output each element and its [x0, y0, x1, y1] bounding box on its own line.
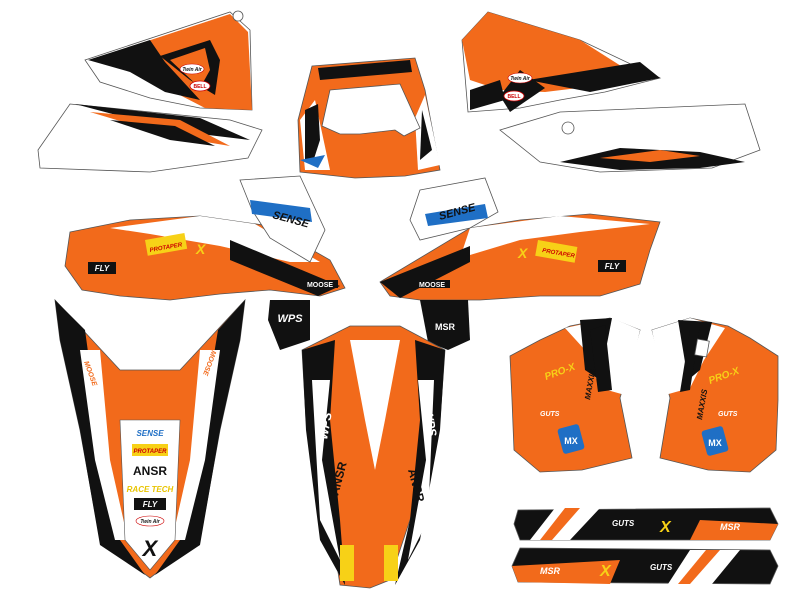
- msr-label-shroud-right: MSR: [435, 322, 456, 332]
- fly-label-left: FLY: [95, 264, 110, 273]
- right-side-number-panel: [499, 103, 761, 173]
- race-tech-label-fender: RACE TECH: [127, 485, 174, 494]
- wps-label-fender-left: WPS: [316, 411, 335, 440]
- fly-badge-fender: [134, 498, 166, 510]
- moose-label-right: MOOSE: [419, 282, 445, 289]
- pro-taper-badge-right: [535, 240, 578, 263]
- x-logo-swingarm-upper: X: [659, 519, 672, 536]
- wps-label-fender-right: WPS: [421, 408, 440, 437]
- left-side-number-panel: [37, 103, 263, 173]
- right-fork-guard: PRO-X MAXXIS GUTS MX: [651, 317, 779, 473]
- right-airbox-panel: Twin Air BELL: [461, 11, 662, 113]
- wps-label-shroud-left: WPS: [277, 313, 303, 325]
- msr-label-swingarm-lower: MSR: [540, 566, 561, 576]
- bell-logo-right: [503, 90, 525, 102]
- front-fender: WPS WPS ANSR ANSR: [301, 325, 446, 589]
- msr-label-swingarm-upper: MSR: [720, 522, 741, 532]
- swingarm-decal-lower: MSR X GUTS: [511, 547, 779, 585]
- guts-label-swingarm-lower: GUTS: [650, 563, 673, 572]
- moose-badge-left: [302, 280, 338, 288]
- x-logo-left: X: [195, 241, 207, 257]
- bell-logo-left: [189, 80, 211, 92]
- mx-badge-left: [557, 424, 585, 454]
- left-radiator-shroud: SENSE MOOSE PROTAPER X FLY WPS: [64, 175, 346, 350]
- twin-air-logo-right: [507, 72, 533, 84]
- pro-taper-badge-left: [145, 233, 188, 256]
- mx-label-right: MX: [708, 438, 722, 448]
- mx-label-left: MX: [564, 436, 578, 446]
- x-logo-swingarm-lower: X: [599, 563, 612, 580]
- left-fork-guard: PRO-X MAXXIS GUTS MX: [509, 317, 641, 473]
- fly-badge-left: [88, 262, 116, 274]
- x-logo-fender: X: [141, 536, 159, 561]
- mx-badge-right: [701, 426, 729, 456]
- moose-badge-right: [414, 280, 450, 288]
- pro-taper-label-fender: PROTAPER: [134, 449, 168, 455]
- pro-taper-badge-front-right: [384, 545, 398, 581]
- guts-label-left: GUTS: [540, 411, 560, 418]
- sense-label-fender: SENSE: [136, 429, 164, 438]
- guts-label-right: GUTS: [718, 411, 738, 418]
- left-airbox-panel: Twin Air BELL: [84, 10, 253, 111]
- pro-taper-badge-front-left: [340, 545, 354, 581]
- swingarm-decal-upper: GUTS X MSR: [513, 507, 779, 541]
- guts-label-swingarm-upper: GUTS: [612, 519, 635, 528]
- front-number-plate: [297, 57, 441, 179]
- fly-label-fender: FLY: [143, 500, 158, 509]
- pro-taper-label-left: PROTAPER: [149, 242, 183, 254]
- right-radiator-shroud: SENSE MOOSE PROTAPER X FLY MSR: [379, 177, 661, 350]
- fly-label-right: FLY: [605, 262, 620, 271]
- bell-label-left: BELL: [193, 84, 206, 90]
- twin-air-logo-left: [179, 63, 205, 75]
- twin-air-label-left: Twin Air: [182, 67, 202, 73]
- rear-fender: SENSE PROTAPER ANSR RACE TECH FLY Twin A…: [54, 298, 246, 579]
- twin-air-label-right: Twin Air: [510, 76, 530, 82]
- pro-taper-label-right: PROTAPER: [542, 248, 576, 260]
- twin-air-label-fender: Twin Air: [140, 519, 160, 525]
- x-logo-right: X: [517, 245, 529, 261]
- bell-label-right: BELL: [507, 94, 520, 100]
- ansr-label-fender: ANSR: [133, 464, 167, 478]
- fly-badge-right: [598, 260, 626, 272]
- pro-taper-badge-fender: [132, 444, 168, 456]
- moose-label-left: MOOSE: [307, 282, 333, 289]
- twin-air-logo-fender: [135, 515, 165, 527]
